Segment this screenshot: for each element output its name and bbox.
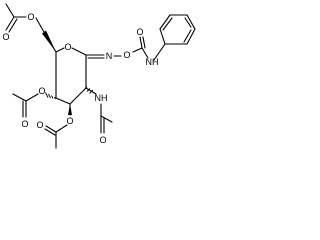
- bond-c2-c3: [69, 87, 87, 105]
- hashed-bond-c4-o: [45, 92, 56, 100]
- bond-ringO-c1: [71, 47, 87, 56]
- bond-c5-ringO: [55, 47, 65, 53]
- bond-ac6-carbonyl-double-b: [8, 18, 18, 33]
- atom-ac3-ester-oxygen: O: [66, 116, 73, 126]
- bond-ac4-o-c: [25, 93, 39, 102]
- wedge-bond-c5-c6: [42, 30, 56, 52]
- bond-ac4-methyl: [12, 93, 27, 102]
- bond-ph-5-6: [186, 28, 196, 45]
- bond-ac6-methyl: [5, 3, 15, 18]
- atom-ring-oxygen: O: [64, 42, 71, 52]
- bond-ph-1-2: [159, 28, 166, 45]
- hashed-bond-c2-n: [84, 86, 94, 94]
- bond-c2-nh: [85, 87, 97, 95]
- bond-carbamate-c-o-double-b: [142, 36, 146, 49]
- bond-carbamate-c-nh: [141, 47, 149, 59]
- atom-acetamido-nh: NH: [95, 93, 108, 103]
- bonds: [5, 3, 196, 149]
- atom-acetamido-carbonyl-oxygen: O: [99, 135, 106, 145]
- bond-ac6-o-ch2: [35, 17, 45, 33]
- atom-ac4-ester-oxygen: O: [38, 86, 45, 96]
- bond-ph-inner-b: [183, 29, 192, 43]
- bond-ac6-carbonyl-double-a: [5, 16, 15, 31]
- bond-ph-inner-c: [184, 17, 192, 28]
- atom-ac6-carbonyl-oxygen: O: [2, 32, 9, 42]
- bond-ac3-carbonyl-double-b: [44, 128, 56, 136]
- bond-ph-2-3: [159, 14, 171, 30]
- bond-ac3-o-c: [55, 124, 68, 133]
- atom-labels: O N O O NH NH O O O O O O O: [2, 12, 158, 145]
- atom-ac4-carbonyl-oxygen: O: [21, 119, 28, 129]
- bond-acetamido-methyl: [100, 115, 113, 123]
- bond-c3-c4: [55, 97, 71, 105]
- atom-ac6-ester-oxygen: O: [27, 12, 34, 22]
- bond-ph-inner-a: [162, 17, 173, 31]
- bond-carbamate-c-o-double-a: [139, 36, 143, 49]
- chemical-structure-diagram: O N O O NH NH O O O O O O O: [2, 3, 196, 149]
- wedge-bond-c3-o: [68, 104, 72, 115]
- atom-carbamate-nh: NH: [146, 57, 159, 67]
- atom-carbamate-carbonyl-oxygen: O: [136, 27, 143, 37]
- atom-ac3-carbonyl-oxygen: O: [36, 120, 43, 130]
- atom-oxime-oxygen: O: [123, 50, 130, 60]
- bond-nh-phenyl: [153, 43, 166, 61]
- bond-ac3-carbonyl-double-a: [45, 125, 57, 133]
- atom-oxime-nitrogen: N: [106, 51, 113, 61]
- bond-o-c-carbamate: [132, 47, 143, 53]
- bond-ph-4-5: [186, 14, 196, 30]
